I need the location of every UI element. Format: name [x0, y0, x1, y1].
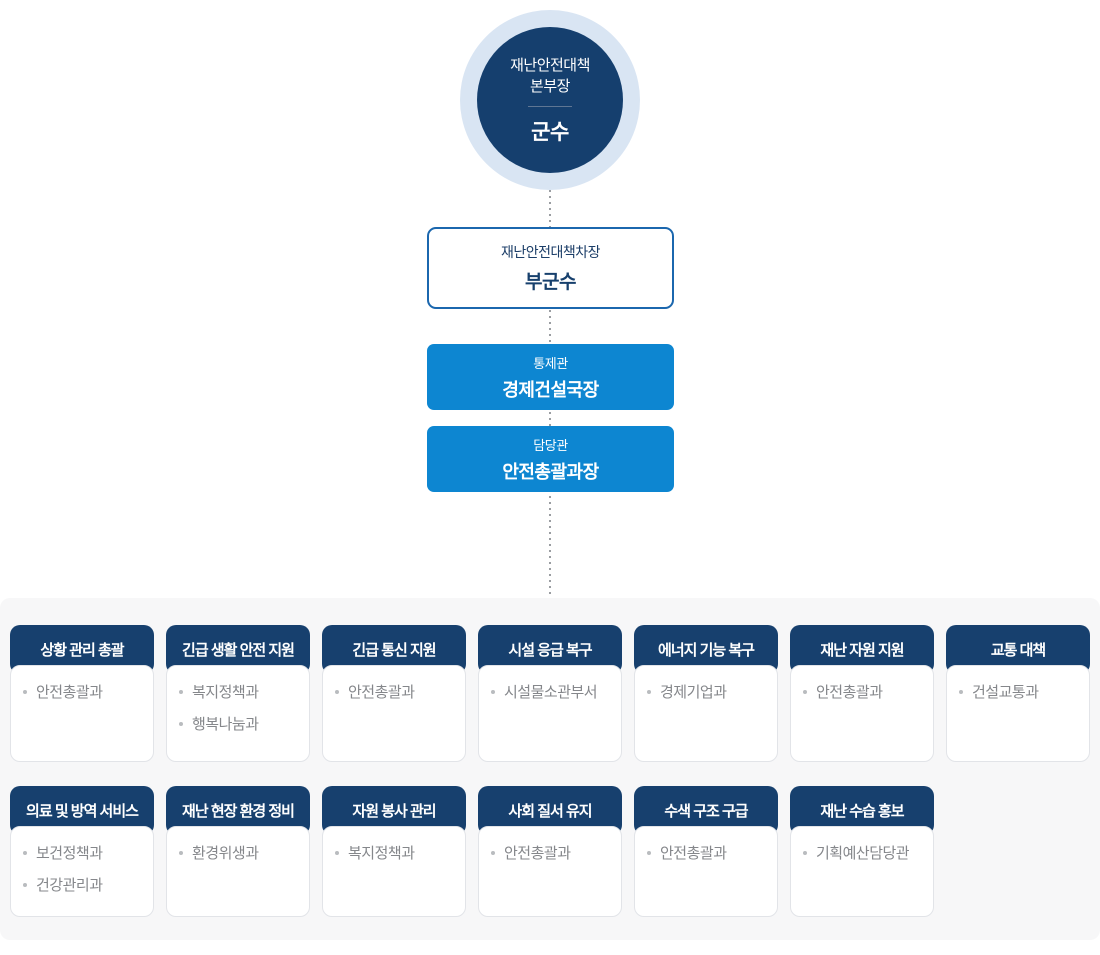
hq-chief-node: 재난안전대책 본부장 군수 — [460, 10, 640, 190]
department-body: 경제기업과 — [634, 665, 778, 762]
bullet-icon — [23, 689, 27, 694]
bullet-icon — [23, 882, 27, 887]
department-item-label: 안전총괄과 — [348, 684, 415, 701]
department-body: 안전총괄과 — [10, 665, 154, 762]
department-body: 안전총괄과 — [790, 665, 934, 762]
department-item-label: 안전총괄과 — [660, 845, 727, 862]
list-item: 건강관리과 — [23, 874, 141, 895]
list-item: 안전총괄과 — [335, 681, 453, 702]
department-item-label: 안전총괄과 — [816, 684, 883, 701]
bullet-icon — [959, 689, 963, 694]
department-body: 건설교통과 — [946, 665, 1090, 762]
bullet-icon — [179, 721, 183, 726]
divider-line — [528, 105, 572, 107]
list-item: 기획예산담당관 — [803, 842, 921, 863]
department-body: 기획예산담당관 — [790, 826, 934, 917]
department-item-label: 기획예산담당관 — [816, 845, 910, 862]
department-body: 안전총괄과 — [634, 826, 778, 917]
department-body: 안전총괄과 — [478, 826, 622, 917]
controller-node: 통제관 경제건설국장 — [427, 344, 674, 410]
bullet-icon — [491, 850, 495, 855]
bullet-icon — [335, 689, 339, 694]
officer-node: 담당관 안전총괄과장 — [427, 426, 674, 492]
bullet-icon — [179, 689, 183, 694]
department-item-label: 행복나눔과 — [192, 716, 259, 733]
list-item: 행복나눔과 — [179, 713, 297, 734]
list-item: 안전총괄과 — [23, 681, 141, 702]
department-body: 시설물소관부서 — [478, 665, 622, 762]
list-item: 환경위생과 — [179, 842, 297, 863]
bullet-icon — [803, 689, 807, 694]
hq-chief-title-line1: 재난안전대책 — [510, 56, 590, 74]
department-item-label: 경제기업과 — [660, 684, 727, 701]
department-item-label: 복지정책과 — [348, 845, 415, 862]
list-item: 경제기업과 — [647, 681, 765, 702]
bullet-icon — [647, 689, 651, 694]
department-item-label: 건설교통과 — [972, 684, 1039, 701]
department-body: 환경위생과 — [166, 826, 310, 917]
department-item-label: 복지정책과 — [192, 684, 259, 701]
officer-title: 담당관 — [533, 437, 568, 453]
list-item: 복지정책과 — [335, 842, 453, 863]
bullet-icon — [335, 850, 339, 855]
bullet-icon — [803, 850, 807, 855]
department-item-label: 시설물소관부서 — [504, 684, 598, 701]
department-item-label: 안전총괄과 — [504, 845, 571, 862]
controller-title: 통제관 — [533, 355, 568, 371]
deputy-chief-node: 재난안전대책차장 부군수 — [427, 227, 674, 309]
list-item: 건설교통과 — [959, 681, 1077, 702]
officer-name: 안전총괄과장 — [502, 461, 599, 482]
deputy-chief-name: 부군수 — [525, 272, 576, 293]
list-item: 시설물소관부서 — [491, 681, 609, 702]
hq-chief-circle: 재난안전대책 본부장 군수 — [477, 27, 623, 173]
bullet-icon — [179, 850, 183, 855]
department-item-label: 보건정책과 — [36, 845, 103, 862]
department-body: 복지정책과 — [322, 826, 466, 917]
controller-name: 경제건설국장 — [502, 379, 599, 400]
hq-chief-title-line2: 본부장 — [530, 77, 570, 95]
list-item: 안전총괄과 — [803, 681, 921, 702]
bullet-icon — [647, 850, 651, 855]
department-item-label: 건강관리과 — [36, 877, 103, 894]
list-item: 안전총괄과 — [647, 842, 765, 863]
hq-chief-name: 군수 — [531, 120, 569, 144]
list-item: 안전총괄과 — [491, 842, 609, 863]
bullet-icon — [491, 689, 495, 694]
bullet-icon — [23, 850, 27, 855]
department-item-label: 환경위생과 — [192, 845, 259, 862]
list-item: 복지정책과 — [179, 681, 297, 702]
department-item-label: 안전총괄과 — [36, 684, 103, 701]
department-body: 안전총괄과 — [322, 665, 466, 762]
list-item: 보건정책과 — [23, 842, 141, 863]
deputy-chief-title: 재난안전대책차장 — [500, 244, 601, 260]
